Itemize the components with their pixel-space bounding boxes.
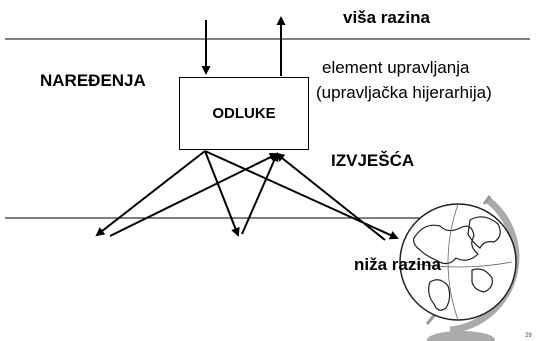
control-hierarchy-label: (upravljačka hijerarhija)	[316, 83, 492, 102]
lower-level-label: niža razina	[354, 255, 441, 274]
reports-label: IZVJEŠĆA	[331, 151, 415, 170]
page-number: 29	[525, 333, 532, 339]
command-arrow-middle	[204, 150, 240, 237]
report-arrow-middle	[241, 152, 279, 235]
upper-level-label: viša razina	[343, 8, 430, 27]
globe-icon	[399, 195, 520, 341]
control-element-label: element upravljanja	[322, 58, 470, 77]
decisions-box: ODLUKE	[179, 77, 309, 150]
command-arrow-left	[95, 150, 206, 237]
commands-label: NAREĐENJA	[40, 71, 146, 90]
report-arrow-left	[109, 153, 279, 237]
report-arrow-right	[275, 152, 386, 241]
decisions-label: ODLUKE	[212, 105, 276, 122]
